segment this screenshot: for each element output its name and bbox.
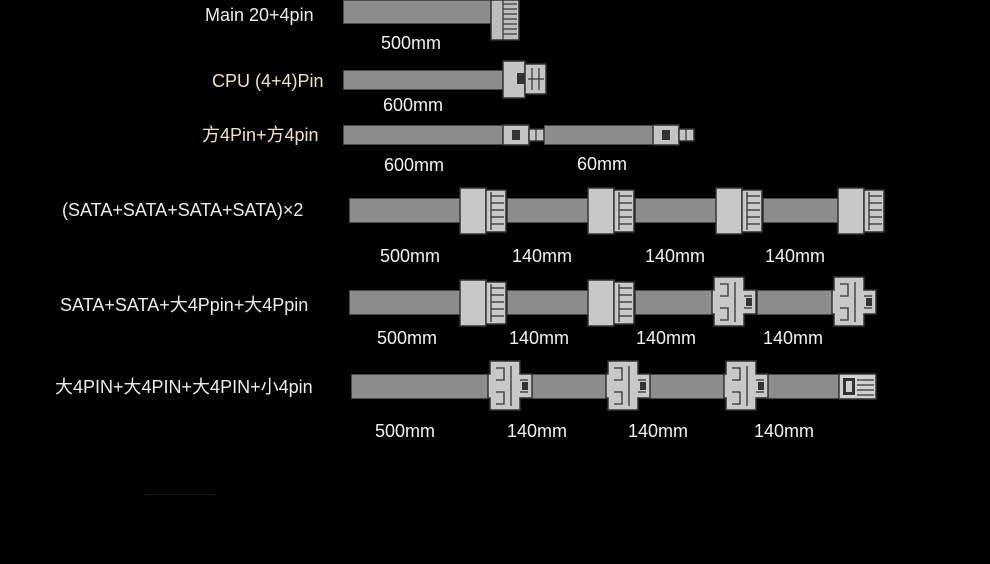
square-4pin-connector-icon bbox=[652, 124, 695, 146]
length-sata-molex-4: 140mm bbox=[763, 328, 824, 348]
length-sata-molex-3: 140mm bbox=[636, 328, 697, 348]
cable-molex-4 bbox=[767, 374, 841, 399]
molex-connector-icon bbox=[711, 276, 757, 327]
square-4pin-connector-icon bbox=[502, 124, 545, 146]
row-label-sata-chain: (SATA+SATA+SATA+SATA)×2 bbox=[62, 200, 304, 220]
cable-sata-chain-2 bbox=[507, 198, 591, 223]
molex-connector-icon bbox=[487, 360, 533, 411]
cable-molex-1 bbox=[351, 374, 491, 399]
floppy-4pin-connector-icon bbox=[838, 373, 877, 400]
cable-cpu-8pin bbox=[343, 70, 505, 90]
length-molex-4: 140mm bbox=[754, 421, 815, 441]
cable-sata-chain-3 bbox=[635, 198, 719, 223]
row-label-molex-floppy-chain: 大4PIN+大4PIN+大4PIN+小4pin bbox=[55, 377, 313, 397]
cable-sata-molex-4 bbox=[757, 290, 835, 315]
cpu-8pin-connector-icon bbox=[502, 60, 547, 99]
length-square-4pin-1: 600mm bbox=[384, 155, 445, 175]
cable-main-24pin bbox=[343, 0, 493, 24]
row-label-square-4pin: 方4Pin+方4pin bbox=[202, 125, 319, 145]
length-molex-1: 500mm bbox=[375, 421, 436, 441]
sata-connector-icon bbox=[837, 187, 885, 235]
length-sata-chain-1: 500mm bbox=[380, 246, 441, 266]
sata-connector-icon bbox=[459, 187, 507, 235]
length-molex-2: 140mm bbox=[507, 421, 568, 441]
length-molex-3: 140mm bbox=[628, 421, 689, 441]
row-label-main-24pin: Main 20+4pin bbox=[205, 5, 314, 25]
cable-sata-molex-1 bbox=[349, 290, 463, 315]
sata-connector-icon bbox=[715, 187, 763, 235]
cable-molex-3 bbox=[649, 374, 727, 399]
cable-square-4pin-2 bbox=[544, 125, 656, 145]
cable-sata-molex-3 bbox=[635, 290, 715, 315]
atx-24pin-connector-icon bbox=[490, 0, 520, 41]
divider bbox=[145, 494, 215, 495]
sata-connector-icon bbox=[587, 187, 635, 235]
cable-sata-chain-1 bbox=[349, 198, 463, 223]
length-sata-molex-2: 140mm bbox=[509, 328, 570, 348]
cable-square-4pin-1 bbox=[343, 125, 505, 145]
length-sata-molex-1: 500mm bbox=[377, 328, 438, 348]
cable-sata-chain-4 bbox=[763, 198, 841, 223]
molex-connector-icon bbox=[831, 276, 877, 327]
length-square-4pin-2: 60mm bbox=[577, 154, 628, 174]
cable-sata-molex-2 bbox=[507, 290, 591, 315]
length-sata-chain-2: 140mm bbox=[512, 246, 573, 266]
sata-connector-icon bbox=[587, 279, 635, 327]
molex-connector-icon bbox=[723, 360, 769, 411]
molex-connector-icon bbox=[605, 360, 651, 411]
length-cpu-8pin: 600mm bbox=[383, 95, 444, 115]
row-label-sata-molex-chain: SATA+SATA+大4Ppin+大4Ppin bbox=[60, 295, 309, 315]
length-sata-chain-3: 140mm bbox=[645, 246, 706, 266]
row-label-cpu-8pin: CPU (4+4)Pin bbox=[212, 71, 324, 91]
sata-connector-icon bbox=[459, 279, 507, 327]
length-sata-chain-4: 140mm bbox=[765, 246, 826, 266]
cable-molex-2 bbox=[531, 374, 609, 399]
length-main-24pin: 500mm bbox=[381, 33, 442, 53]
